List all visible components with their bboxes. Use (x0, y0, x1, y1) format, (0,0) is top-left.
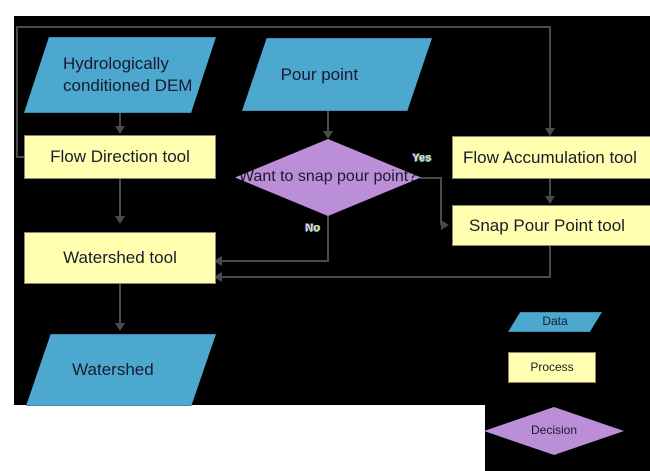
connector-snap-to-watershedtool-down (549, 245, 551, 278)
arrowhead-into-flow-direction (115, 126, 125, 134)
connector-dem-to-flowdir (119, 112, 121, 127)
connector-flowdir-to-flowacc-segment-down (549, 26, 551, 129)
node-watershed-tool[interactable]: Watershed tool (24, 232, 216, 284)
edge-label-no: No (305, 222, 320, 234)
connector-flowdir-to-flowacc-segment-left (16, 156, 26, 158)
node-flow-direction-tool[interactable]: Flow Direction tool (24, 135, 216, 179)
connector-snap-to-watershedtool-left (222, 276, 551, 278)
connector-pourpoint-to-decision (327, 110, 329, 132)
arrowhead-snap-into-watershed-tool (214, 272, 222, 282)
legend-label-process: Process (530, 359, 574, 374)
node-snap-pour-point-tool[interactable]: Snap Pour Point tool (452, 205, 650, 246)
connector-yes-segment-down (440, 177, 442, 225)
legend-item-data: Data (508, 312, 602, 332)
connector-no-segment-left (222, 260, 328, 262)
edge-label-yes: Yes (412, 152, 431, 164)
arrowhead-into-decision (323, 131, 333, 139)
node-label-snap-pour-point-tool: Snap Pour Point tool (469, 215, 625, 235)
connector-yes-segment-right (420, 177, 442, 179)
arrowhead-into-flow-accumulation (545, 128, 555, 136)
connector-flowdir-to-flowacc-segment-up (16, 26, 18, 158)
node-watershed[interactable]: Watershed (26, 334, 216, 406)
node-pour-point[interactable]: Pour point (242, 38, 432, 111)
connector-flowdir-to-watershedtool (119, 179, 121, 217)
connector-flowdir-to-flowacc-segment-top (16, 26, 551, 28)
node-label-watershed-tool: Watershed tool (63, 248, 177, 268)
arrowhead-no-into-watershed-tool (214, 256, 222, 266)
arrowhead-flowdir-into-watershed-tool (115, 216, 125, 224)
arrowhead-into-watershed (115, 323, 125, 331)
node-label-decision: Want to snap pour point? (238, 168, 418, 186)
arrowhead-into-snap-pour-point (545, 196, 555, 204)
connector-no-segment-down (327, 214, 329, 262)
arrowhead-yes-into-snap-pour-point (441, 220, 449, 230)
node-label-flow-accumulation-tool: Flow Accumulation tool (463, 147, 637, 167)
node-hydrologically-conditioned-dem[interactable]: Hydrologically conditioned DEM (24, 37, 216, 113)
legend-item-process: Process (508, 352, 596, 383)
node-flow-accumulation-tool[interactable]: Flow Accumulation tool (452, 136, 650, 179)
connector-flowacc-to-snap (549, 179, 551, 197)
node-label-watershed: Watershed (72, 360, 154, 380)
node-label-flow-direction-tool: Flow Direction tool (50, 147, 190, 167)
legend-label-decision: Decision (530, 423, 578, 438)
node-label-dem: Hydrologically conditioned DEM (63, 54, 193, 95)
legend-label-data: Data (542, 314, 568, 329)
connector-watershedtool-to-watershed (119, 284, 121, 324)
node-label-pour-point: Pour point (280, 64, 359, 84)
